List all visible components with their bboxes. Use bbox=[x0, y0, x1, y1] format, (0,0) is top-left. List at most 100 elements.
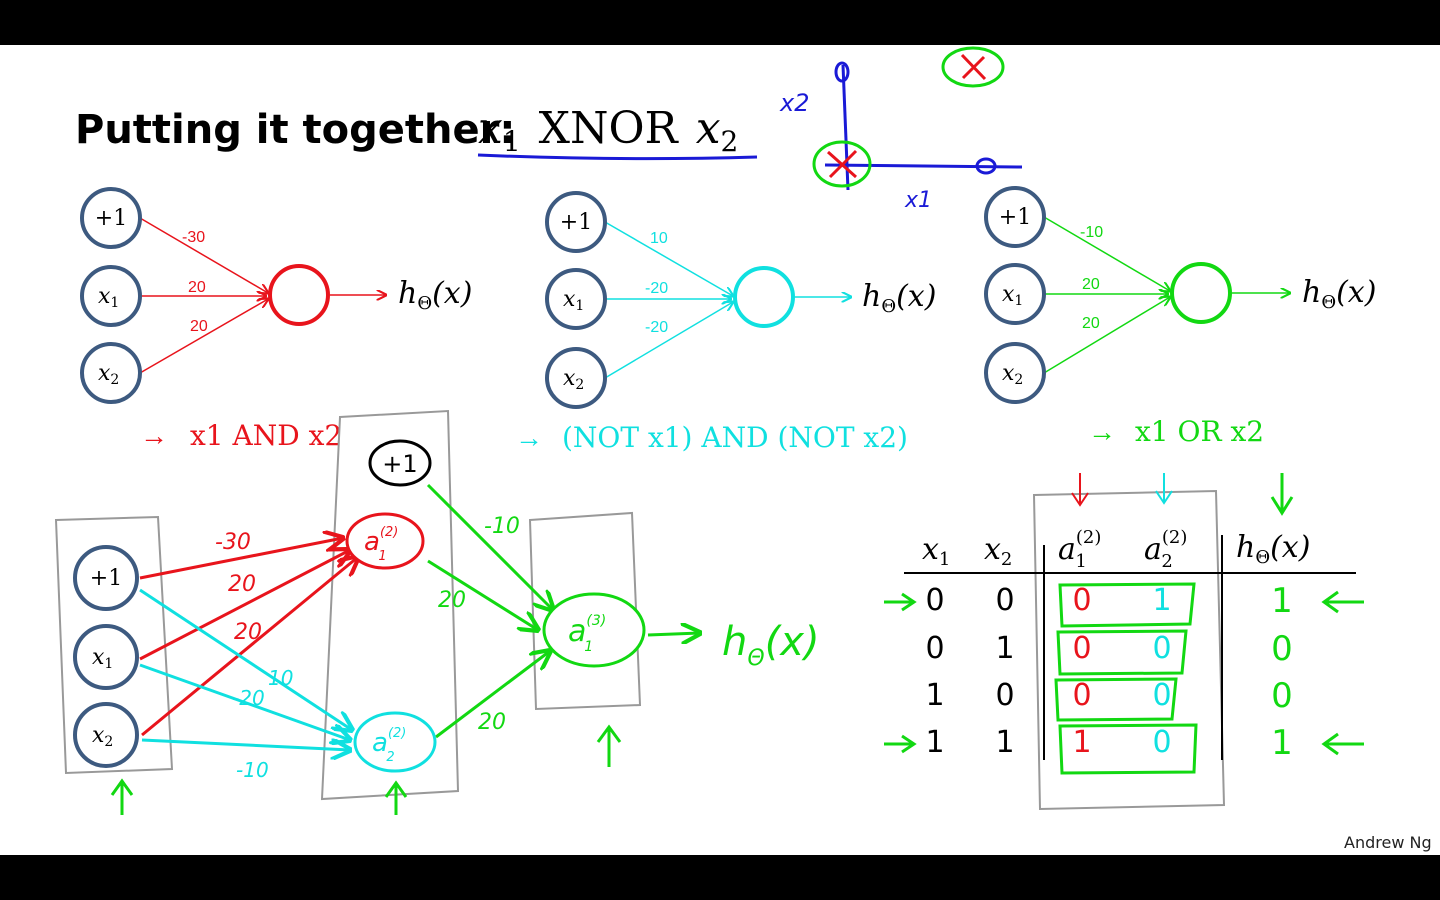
sketch-green-ring-top bbox=[941, 46, 1005, 88]
nan-x2-sub: 2 bbox=[575, 377, 584, 393]
and-x2-sub: 2 bbox=[110, 372, 119, 388]
or-weight-bias: -10 bbox=[1080, 224, 1103, 241]
cell-a1: 0 bbox=[1072, 678, 1091, 713]
nan-edge-x2 bbox=[604, 302, 733, 379]
and-node-x1 bbox=[80, 265, 142, 327]
or-node-x1-label: x1 bbox=[1002, 282, 1023, 309]
row-marker-right-arrow-icon bbox=[1321, 732, 1364, 756]
or-output-label: hΘ(x) bbox=[1302, 275, 1376, 313]
and-caption: x1 AND x2 bbox=[190, 419, 342, 452]
combined-a1-sub: 1 bbox=[378, 549, 386, 564]
header-a2: a(2)2 bbox=[1144, 527, 1187, 572]
cell-h: 0 bbox=[1271, 676, 1293, 716]
combined-a2-var: a bbox=[372, 728, 388, 758]
and-caption-arrow: → bbox=[140, 420, 168, 451]
row-marker-left-arrow-icon bbox=[884, 734, 917, 754]
header-x2: x2 bbox=[984, 532, 1012, 570]
combined-weight-cyan-x1: -20 bbox=[232, 686, 265, 710]
and-out-arg: (x) bbox=[432, 276, 472, 311]
row-box-1 bbox=[1058, 582, 1196, 628]
or-weight-x1: 20 bbox=[1082, 276, 1100, 293]
combined-edge-red-x1 bbox=[139, 550, 350, 661]
title-underline bbox=[477, 153, 758, 161]
combined-a1-sup: (2) bbox=[380, 525, 398, 540]
combined-a2-node bbox=[353, 711, 437, 773]
nan-out-arg: (x) bbox=[896, 279, 936, 314]
cell-x2: 0 bbox=[995, 583, 1014, 618]
and-edge-bias bbox=[139, 217, 268, 293]
sketch-cross-top bbox=[960, 53, 987, 81]
title-var2: x bbox=[696, 103, 721, 154]
cell-a2: 1 bbox=[1152, 583, 1171, 618]
nan-node-x1 bbox=[545, 268, 607, 330]
layer3-up-arrow-icon bbox=[596, 724, 622, 767]
and-out-theta: Θ bbox=[417, 293, 432, 314]
nan-weight-x2: -20 bbox=[645, 319, 668, 336]
nan-caption: (NOT x1) AND (NOT x2) bbox=[562, 421, 908, 454]
or-out-h: h bbox=[1302, 275, 1321, 310]
and-output-node bbox=[268, 264, 330, 326]
combined-node-x2 bbox=[73, 702, 139, 768]
combined-edge-red-bias bbox=[139, 538, 343, 580]
cell-a2: 0 bbox=[1152, 725, 1171, 760]
row-box-3 bbox=[1054, 677, 1178, 722]
nan-out-theta: Θ bbox=[881, 296, 896, 317]
truth-table-hidden-box bbox=[1032, 489, 1226, 811]
combined-x1-var: x bbox=[92, 645, 105, 670]
sketch-green-ring-origin bbox=[812, 140, 872, 188]
cell-a1: 1 bbox=[1072, 725, 1091, 760]
and-output-label: hΘ(x) bbox=[398, 276, 472, 314]
and-weight-x2: 20 bbox=[190, 318, 208, 335]
or-node-x2-label: x2 bbox=[1002, 361, 1023, 388]
combined-x2-sub: 2 bbox=[104, 734, 113, 750]
combined-a1-var: a bbox=[364, 527, 380, 557]
and-node-x2 bbox=[80, 342, 142, 404]
combined-hidden-bias-label: +1 bbox=[382, 450, 417, 478]
combined-edge-cyan-bias bbox=[139, 588, 352, 730]
combined-x2-var: x bbox=[92, 723, 105, 748]
or-x1-sub: 1 bbox=[1014, 293, 1023, 309]
a1-column-arrow-icon bbox=[1071, 473, 1089, 507]
combined-edge-green-output bbox=[647, 633, 700, 635]
combined-a2-sub: 2 bbox=[386, 750, 394, 765]
combined-edge-cyan-x1 bbox=[139, 663, 350, 740]
combined-weight-red-bias: -30 bbox=[215, 530, 251, 555]
cell-h: 0 bbox=[1271, 629, 1293, 669]
layer1-up-arrow-icon bbox=[110, 778, 134, 815]
nan-edge-bias bbox=[604, 221, 733, 296]
and-node-bias-label: +1 bbox=[95, 206, 127, 231]
sketch-x-label: x1 bbox=[904, 188, 932, 213]
or-out-theta: Θ bbox=[1321, 292, 1336, 313]
combined-node-x1 bbox=[73, 624, 139, 690]
cell-x1: 1 bbox=[925, 725, 944, 760]
a2-column-arrow-icon bbox=[1155, 473, 1173, 505]
combined-a1-node bbox=[345, 512, 425, 570]
combined-a3-sub: 1 bbox=[584, 639, 593, 655]
nan-output-label: hΘ(x) bbox=[862, 279, 936, 317]
combined-a3-sup: (3) bbox=[586, 613, 606, 629]
combined-node-x1-label: x1 bbox=[92, 645, 113, 672]
h-column-arrow-icon bbox=[1270, 473, 1294, 516]
author-credit: Andrew Ng bbox=[1344, 833, 1432, 852]
nan-node-x2-label: x2 bbox=[563, 366, 584, 393]
and-weight-x1: 20 bbox=[188, 279, 206, 296]
combined-x1-sub: 1 bbox=[104, 656, 113, 672]
combined-a2-label: a(2)2 bbox=[372, 726, 406, 765]
title-var1: x bbox=[478, 103, 503, 154]
and-edge-x2 bbox=[139, 299, 268, 374]
or-caption: x1 OR x2 bbox=[1135, 415, 1264, 448]
header-h: hΘ(x) bbox=[1236, 530, 1310, 568]
and-out-h: h bbox=[398, 276, 417, 311]
header-x1: x1 bbox=[922, 532, 950, 570]
row-box-4 bbox=[1058, 723, 1198, 775]
network-or: -10 20 20 +1 x1 x2 hΘ(x) → x1 OR x2 bbox=[984, 186, 1376, 448]
or-node-bias-label: +1 bbox=[999, 205, 1031, 230]
nan-caption-arrow: → bbox=[515, 422, 543, 453]
combined-out-arg: (x) bbox=[765, 619, 820, 665]
combined-a3-label: a(3)1 bbox=[568, 613, 606, 655]
